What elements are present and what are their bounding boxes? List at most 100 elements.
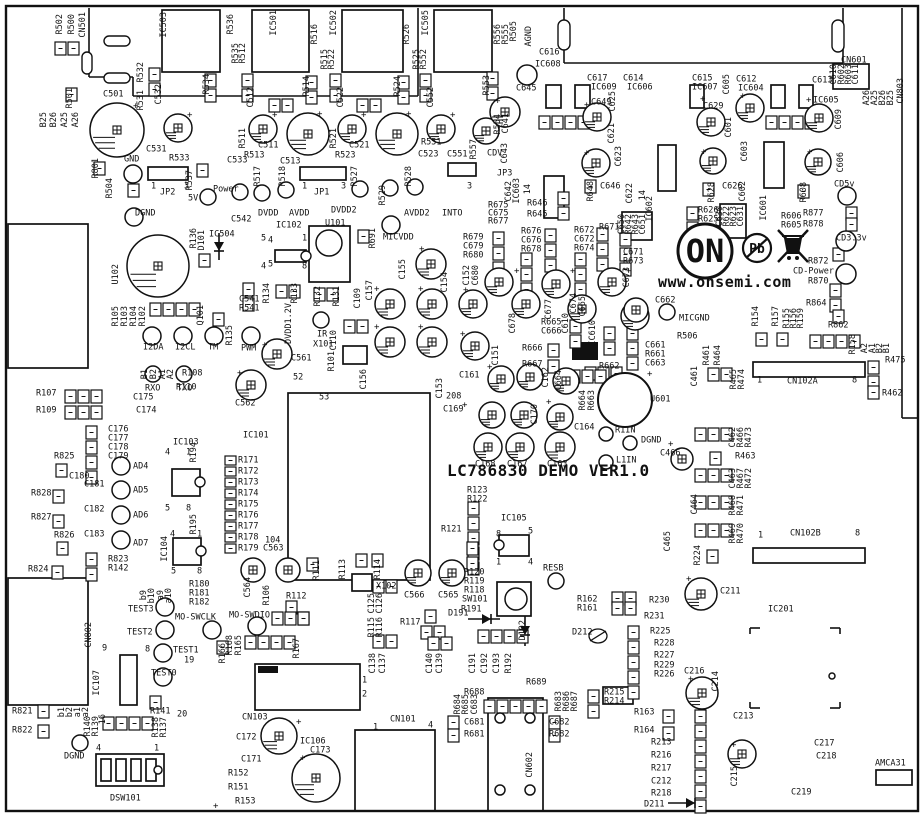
label-c523: C523 [418, 150, 438, 160]
label-r115: R115 [367, 617, 377, 637]
label-r136: R136 [189, 228, 199, 248]
label-www.onsemi.com: www.onsemi.com [658, 273, 791, 291]
label-c675: C675 [488, 209, 508, 219]
label-r140: R140 [83, 716, 93, 736]
label-r523: R523 [335, 151, 355, 161]
component-outline [351, 573, 373, 592]
test-point [381, 179, 399, 197]
label-cd3.3v: CD3.3v [836, 234, 867, 244]
label-ic601: IC601 [759, 195, 769, 221]
test-point [111, 505, 131, 525]
label-r165: R165 [234, 635, 244, 655]
component-outline [147, 166, 189, 181]
plus-mark: + [731, 741, 737, 751]
component-outline [689, 84, 705, 109]
label-txo: TXO [177, 384, 192, 394]
label-c563: C563 [263, 544, 283, 554]
label-r628: R628 [707, 182, 717, 202]
label-cdv: CDV [487, 149, 502, 159]
component-outline [545, 84, 562, 109]
label-c626: C626 [722, 182, 742, 192]
label-c610: C610 [829, 64, 839, 84]
label-b1: B1 [140, 369, 150, 379]
label-a2: a2 [81, 707, 91, 717]
label-c641: C641 [501, 113, 511, 133]
test-point [351, 180, 369, 198]
label-r511: R511 [238, 128, 248, 148]
diode-icon [520, 626, 530, 635]
label-r664: R664 [578, 390, 588, 410]
label-a1: A1 [868, 343, 878, 353]
label-a9: a9 [156, 590, 166, 600]
plus-mark: + [463, 286, 469, 296]
label-dgnd: DGND [641, 436, 661, 446]
label-c651: C651 [638, 214, 648, 234]
label-r667: R667 [522, 360, 542, 370]
label-r872: R872 [808, 257, 828, 267]
plus-mark: + [374, 285, 380, 295]
label-r603: R603 [844, 64, 854, 84]
label-c512: C512 [246, 87, 256, 107]
label-cn103: CN103 [242, 713, 268, 723]
label-c649: C649 [591, 98, 611, 108]
label-c631: C631 [736, 206, 746, 226]
label-r137: R137 [159, 717, 169, 737]
label-dsw101: DSW101 [110, 794, 141, 804]
label-r230: R230 [649, 596, 669, 606]
label-dvdd1.2v: DVDD1.2V [284, 303, 294, 344]
label-r501: R501 [65, 88, 75, 108]
test-point [598, 426, 614, 442]
label-r194: R194 [189, 442, 199, 462]
label-c151: C151 [491, 345, 501, 365]
plus-mark: + [700, 95, 706, 105]
label-r173: R173 [238, 478, 258, 488]
label-r465: R465 [729, 369, 739, 389]
plus-mark: + [584, 101, 590, 111]
label-r155: R155 [782, 308, 792, 328]
label-r515: R515 [320, 49, 330, 69]
label-r522: R522 [327, 49, 337, 69]
label-5: 5 [171, 567, 176, 577]
label-ic201: IC201 [768, 605, 794, 615]
label-r685: R685 [461, 694, 471, 714]
label-r864: R864 [806, 299, 826, 309]
plus-mark: + [317, 110, 323, 120]
board-slot [557, 19, 571, 51]
label-b1: B1 [882, 343, 892, 353]
label-mo-swdio: MO-SWDIO [229, 611, 270, 621]
label-a26: A26 [71, 112, 81, 127]
label-r826: R826 [54, 531, 74, 541]
label-c541: C541 [239, 295, 259, 305]
label-avdd: AVDD [289, 209, 309, 219]
label-r469: R469 [728, 523, 738, 543]
label-r174: R174 [238, 489, 258, 499]
label-c612: C612 [736, 75, 756, 85]
label-r516: R516 [310, 24, 320, 44]
label-4: 4 [428, 721, 433, 731]
label-1: 1 [758, 531, 763, 541]
label-c181: C181 [84, 480, 104, 490]
label-r191: R191 [461, 605, 481, 615]
label-c157: C157 [365, 280, 375, 300]
test-point [504, 587, 528, 611]
label-c565: C565 [438, 591, 458, 601]
label-jp2: JP2 [160, 188, 175, 198]
label-r213: R213 [651, 738, 671, 748]
label-c171: C171 [241, 755, 261, 765]
label-c462: C462 [728, 427, 738, 447]
label-r168: R168 [225, 635, 235, 655]
component-outline [100, 758, 112, 782]
label-c603: C603 [740, 141, 750, 161]
label-r152: R152 [228, 769, 248, 779]
label-ad6: AD6 [133, 511, 148, 521]
label-r534: R534 [202, 74, 212, 94]
plus-mark: + [546, 398, 552, 408]
label-r678: R678 [521, 245, 541, 255]
label-c172: C172 [236, 733, 256, 743]
label-c183: C183 [84, 530, 104, 540]
label-208: 208 [446, 392, 461, 402]
label-c179: C179 [108, 452, 128, 462]
label-r529: R529 [378, 185, 388, 205]
plus-mark: + [807, 148, 813, 158]
label-c501: C501 [103, 90, 123, 100]
